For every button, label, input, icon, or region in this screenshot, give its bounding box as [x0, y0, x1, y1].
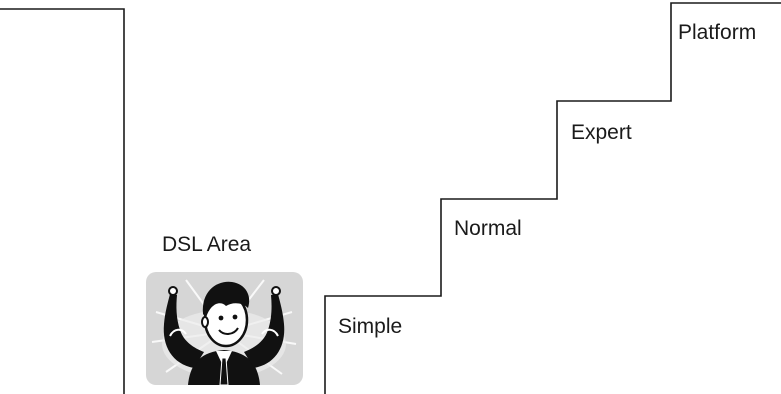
- smile: [218, 327, 239, 335]
- hair: [202, 281, 250, 318]
- left-eye: [218, 315, 224, 321]
- step-label-expert: Expert: [571, 121, 632, 144]
- left-bicep-highlight: [169, 328, 187, 337]
- staircase-line: [324, 2, 781, 394]
- necktie: [219, 357, 229, 385]
- left-fist: [168, 286, 178, 296]
- right-fist: [271, 286, 281, 296]
- step-label-normal: Normal: [454, 217, 522, 240]
- mascot-illustration: [151, 279, 297, 385]
- right-bicep-highlight: [261, 328, 279, 337]
- ear: [201, 316, 209, 328]
- dsl-area-label: DSL Area: [162, 233, 252, 256]
- left-boundary-line: [0, 8, 125, 394]
- right-arm: [244, 294, 285, 368]
- step-label-platform: Platform: [678, 21, 757, 44]
- left-arm: [163, 294, 204, 368]
- strong-man-flexing-icon: [146, 272, 303, 385]
- step-label-simple: Simple: [338, 315, 403, 338]
- right-eye: [232, 314, 238, 320]
